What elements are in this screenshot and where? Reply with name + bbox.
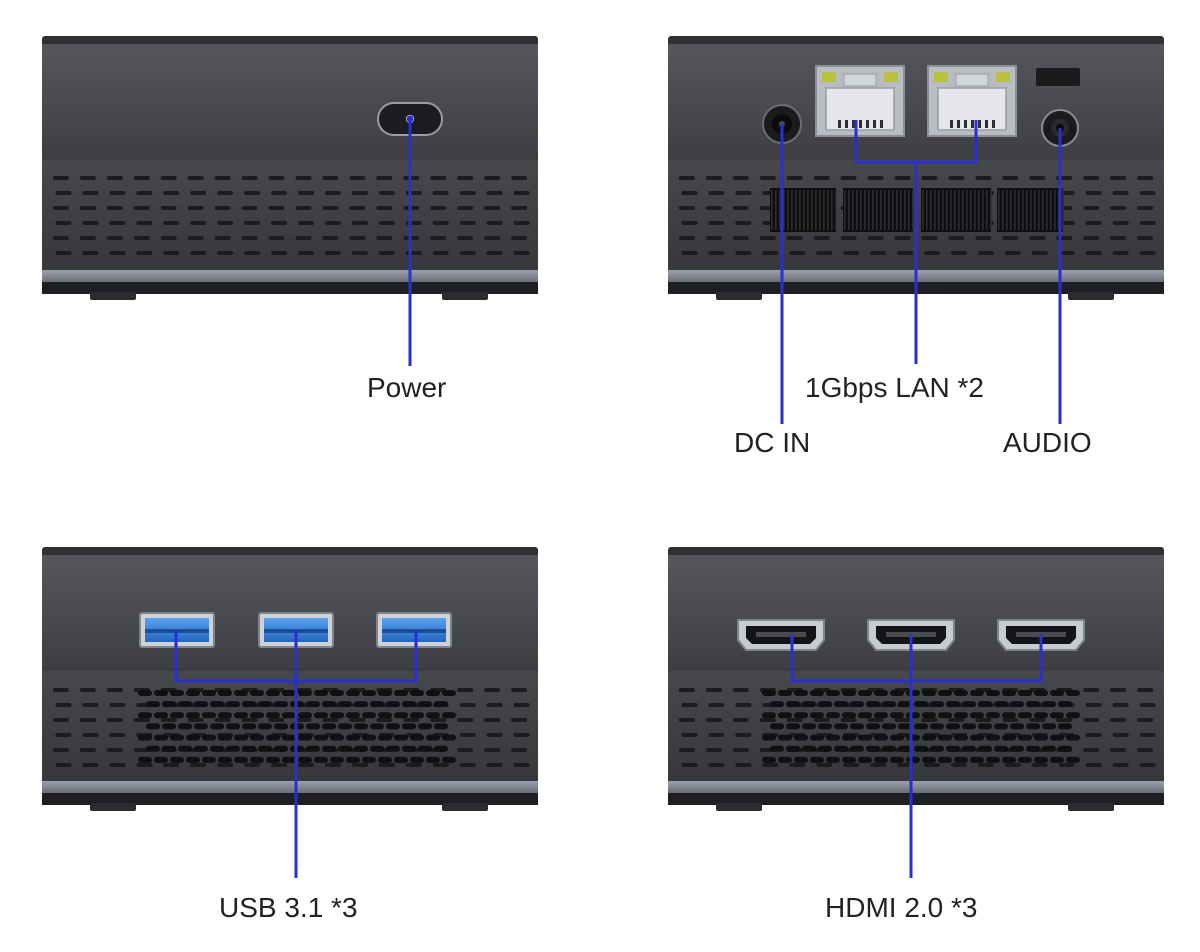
usb-port-icon [376,612,452,648]
usb-leader-line [174,630,418,878]
vent-grille [52,688,530,767]
vent-grille [52,176,530,255]
device-stripe [42,270,538,282]
device-top-lid [668,547,1164,557]
lan-leader-line [854,120,978,364]
device-upper-body [668,555,1164,673]
device-upper-body [668,44,1164,162]
hdmi-port-icon [737,619,825,651]
device-foot [1068,803,1114,811]
ethernet-port-icon [815,65,905,137]
device-foot [716,292,762,300]
vent-grille [678,688,1156,767]
dc-in-label: DC IN [734,427,811,458]
device-foot [90,292,136,300]
hdmi-label: HDMI 2.0 *3 [825,892,978,923]
device-upper-body [42,44,538,162]
device-top-lid [42,547,538,557]
device-stripe [668,781,1164,793]
leader-lines [174,119,1062,878]
device-foot [90,803,136,811]
usb-label: USB 3.1 *3 [219,892,358,923]
power-label: Power [367,372,447,403]
device-top-lid [668,36,1164,46]
device-foot [442,292,488,300]
hdmi-leader-line [790,634,1043,878]
audio-label: AUDIO [1003,427,1092,458]
device-foot [442,803,488,811]
device-base [42,793,538,805]
device-foot [1068,292,1114,300]
ethernet-port-icon [927,65,1017,137]
device-foot [716,803,762,811]
reset-slot [1036,68,1080,86]
device-front-view [42,36,538,300]
device-base [42,282,538,294]
device-base [668,793,1164,805]
device-usb-view [42,547,538,811]
lan-label: 1Gbps LAN *2 [805,372,984,403]
device-stripe [42,781,538,793]
leader-anchor-dots [406,115,414,123]
device-top-lid [42,36,538,46]
device-hdmi-view [668,547,1164,811]
